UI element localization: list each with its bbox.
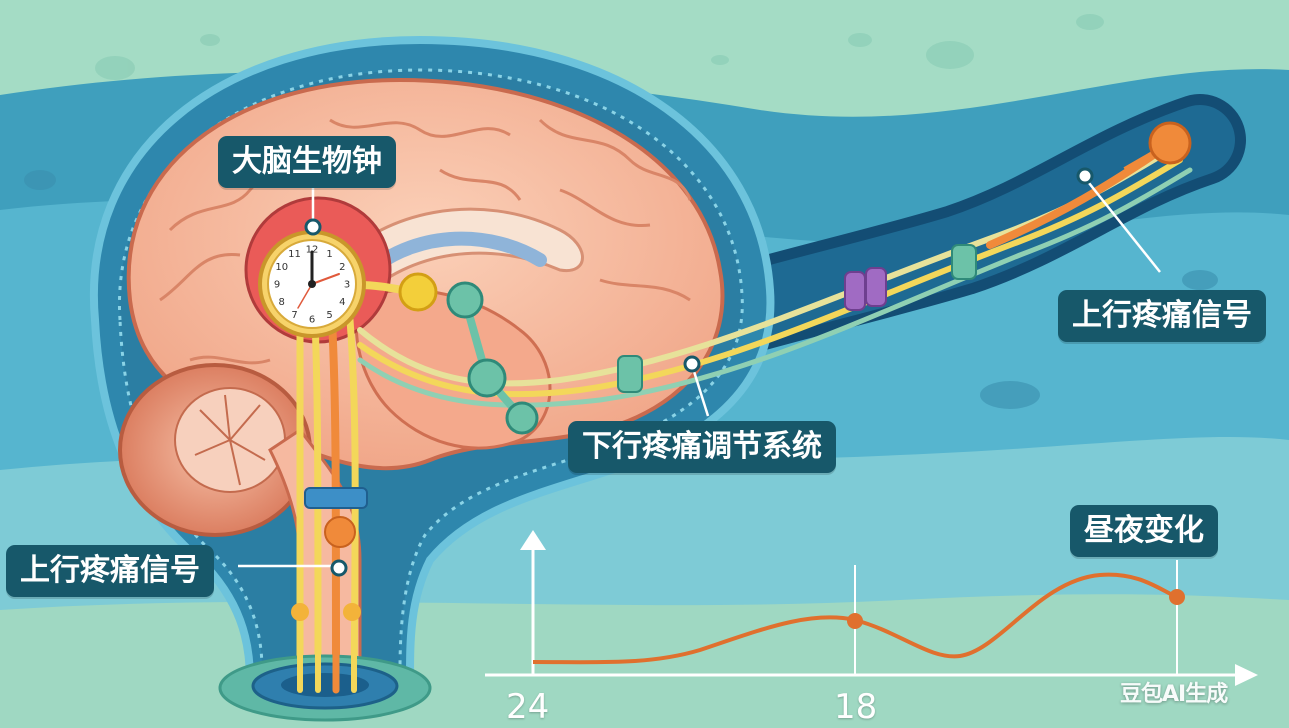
label-descending-modulation: 下行疼痛调节系统 bbox=[568, 421, 836, 473]
clock-number: 2 bbox=[339, 262, 345, 273]
watermark: 豆包AI生成 bbox=[1120, 676, 1227, 708]
clock-number: 6 bbox=[309, 315, 315, 326]
base-ripple bbox=[220, 656, 430, 720]
clock-number: 11 bbox=[288, 249, 301, 260]
curve-point-18 bbox=[847, 613, 863, 629]
label-brain-clock: 大脑生物钟 bbox=[218, 136, 396, 188]
clock-number: 8 bbox=[279, 297, 285, 308]
terminal-node bbox=[1150, 123, 1190, 163]
brainstem-node bbox=[325, 517, 355, 547]
label-ascending-pain-left: 上行疼痛信号 bbox=[6, 545, 214, 597]
clock-number: 3 bbox=[344, 280, 350, 291]
clock-number: 4 bbox=[339, 297, 345, 308]
clock-number: 5 bbox=[326, 310, 332, 321]
x-tick-18: 18 bbox=[834, 690, 877, 724]
label-day-night: 昼夜变化 bbox=[1070, 505, 1218, 557]
fiber-dot-1 bbox=[291, 603, 309, 621]
fiber-node-yellow bbox=[400, 274, 436, 310]
x-tick-24: 24 bbox=[506, 690, 549, 724]
label-ascending-pain-right: 上行疼痛信号 bbox=[1058, 290, 1266, 342]
clock-number: 10 bbox=[275, 262, 288, 273]
clock-number: 9 bbox=[274, 280, 280, 291]
clock-number: 1 bbox=[326, 249, 332, 260]
clock-number: 7 bbox=[291, 310, 297, 321]
curve-point-right bbox=[1169, 589, 1185, 605]
fiber-dot-2 bbox=[343, 603, 361, 621]
